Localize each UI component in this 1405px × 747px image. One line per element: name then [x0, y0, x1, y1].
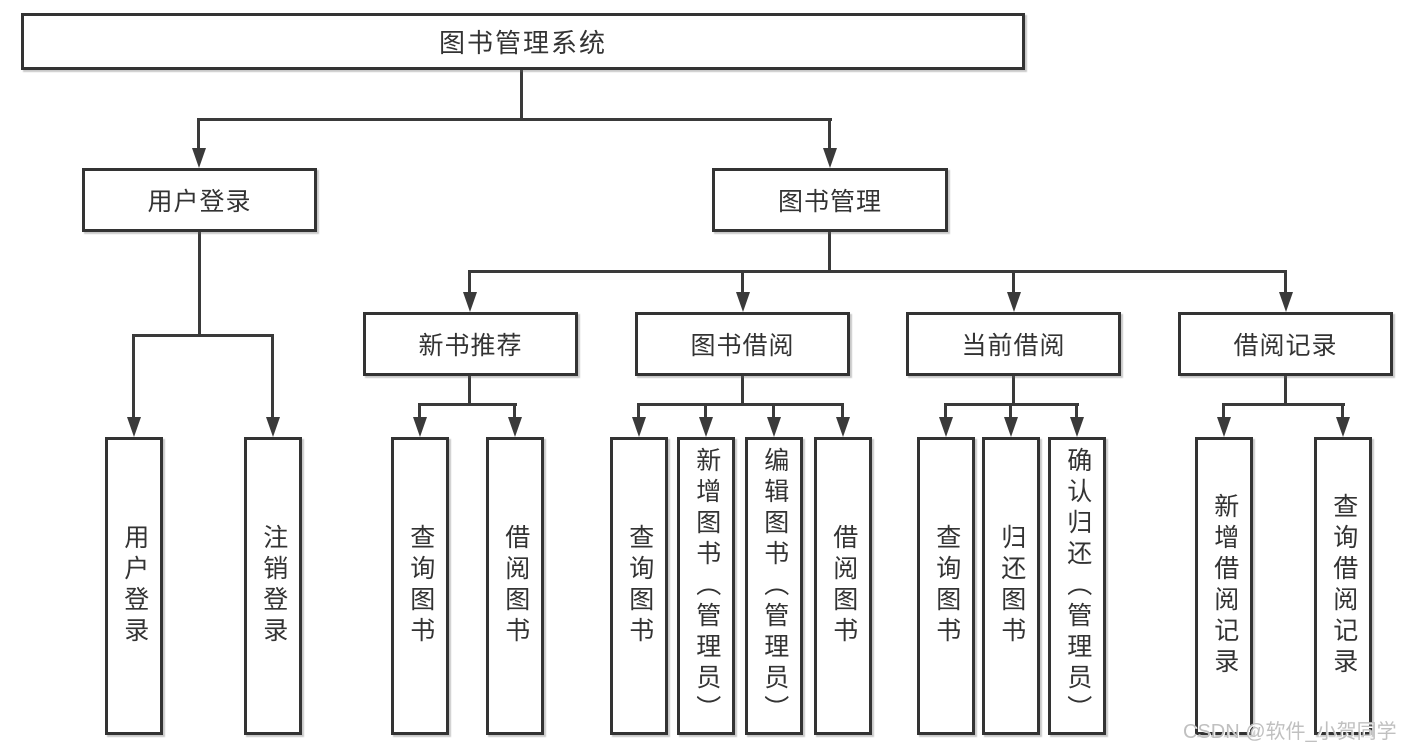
arrow-down-icon — [127, 417, 141, 437]
connector-new-book-stub — [468, 374, 471, 406]
connector-borrowing-hline — [637, 403, 844, 406]
connector-user-login-hline — [132, 334, 274, 337]
leaf-confirm-return-admin: 确认归还（管理员） — [1048, 437, 1106, 735]
arrow-down-icon — [1279, 292, 1293, 312]
connector-leaf-line — [637, 403, 640, 419]
connector-records-hline — [1222, 403, 1345, 406]
arrow-down-icon — [266, 417, 280, 437]
connector-to-book-borrowing — [741, 270, 744, 296]
connector-current-stub — [1012, 374, 1015, 406]
connector-new-book-hline — [418, 403, 517, 406]
arrow-down-icon — [836, 417, 850, 437]
arrow-down-icon — [1217, 417, 1231, 437]
connector-leaf-line — [1075, 403, 1078, 419]
arrow-down-icon — [939, 417, 953, 437]
arrow-down-icon — [413, 417, 427, 437]
connector-borrowing-stub — [741, 374, 744, 406]
leaf-logout: 注销登录 — [244, 437, 302, 735]
connector-to-user-login — [197, 118, 200, 152]
node-library-management-system: 图书管理系统 — [21, 13, 1025, 70]
arrow-down-icon — [699, 417, 713, 437]
node-borrowing-records: 借阅记录 — [1178, 312, 1393, 376]
connector-root-stub — [520, 68, 523, 120]
node-current-borrowing: 当前借阅 — [906, 312, 1121, 376]
connector-book-management-hline — [468, 270, 1287, 273]
connector-leaf-line — [1341, 403, 1344, 419]
connector-book-management-stub — [828, 230, 831, 273]
arrow-down-icon — [632, 417, 646, 437]
connector-leaf-line — [513, 403, 516, 419]
node-book-management: 图书管理 — [712, 168, 948, 232]
node-book-borrowing: 图书借阅 — [635, 312, 850, 376]
arrow-down-icon — [192, 148, 206, 168]
leaf-borrow-books-borrowing: 借阅图书 — [814, 437, 872, 735]
connector-to-leaf-user-login — [132, 334, 135, 419]
node-new-book-recommendation: 新书推荐 — [363, 312, 578, 376]
connector-to-leaf-logout — [271, 334, 274, 419]
arrow-down-icon — [1070, 417, 1084, 437]
arrow-down-icon — [823, 148, 837, 168]
arrow-down-icon — [1004, 417, 1018, 437]
connector-leaf-line — [944, 403, 947, 419]
arrow-down-icon — [1336, 417, 1350, 437]
connector-to-current-borrowing — [1012, 270, 1015, 296]
connector-to-new-book-recommendation — [468, 270, 471, 296]
arrow-down-icon — [1007, 292, 1021, 312]
leaf-query-borrow-record: 查询借阅记录 — [1314, 437, 1372, 735]
connector-root-hline — [197, 118, 832, 121]
connector-to-book-management — [828, 118, 831, 152]
connector-leaf-line — [841, 403, 844, 419]
leaf-add-book-admin: 新增图书（管理员） — [677, 437, 735, 735]
leaf-return-books: 归还图书 — [982, 437, 1040, 735]
leaf-user-login: 用户登录 — [105, 437, 163, 735]
leaf-add-borrow-record: 新增借阅记录 — [1195, 437, 1253, 735]
csdn-watermark: CSDN @软件_小贺同学 — [1183, 721, 1397, 743]
connector-leaf-line — [1009, 403, 1012, 419]
connector-records-stub — [1284, 374, 1287, 406]
connector-leaf-line — [1222, 403, 1225, 419]
leaf-query-books-borrowing: 查询图书 — [610, 437, 668, 735]
arrow-down-icon — [767, 417, 781, 437]
arrow-down-icon — [736, 292, 750, 312]
node-user-login-group: 用户登录 — [82, 168, 317, 232]
leaf-borrow-books-recommend: 借阅图书 — [486, 437, 544, 735]
arrow-down-icon — [463, 292, 477, 312]
connector-leaf-line — [704, 403, 707, 419]
leaf-query-books-recommend: 查询图书 — [391, 437, 449, 735]
connector-leaf-line — [418, 403, 421, 419]
leaf-edit-book-admin: 编辑图书（管理员） — [745, 437, 803, 735]
arrow-down-icon — [508, 417, 522, 437]
connector-to-borrowing-records — [1284, 270, 1287, 296]
leaf-query-books-current: 查询图书 — [917, 437, 975, 735]
connector-leaf-line — [772, 403, 775, 419]
connector-user-login-stub — [198, 230, 201, 337]
